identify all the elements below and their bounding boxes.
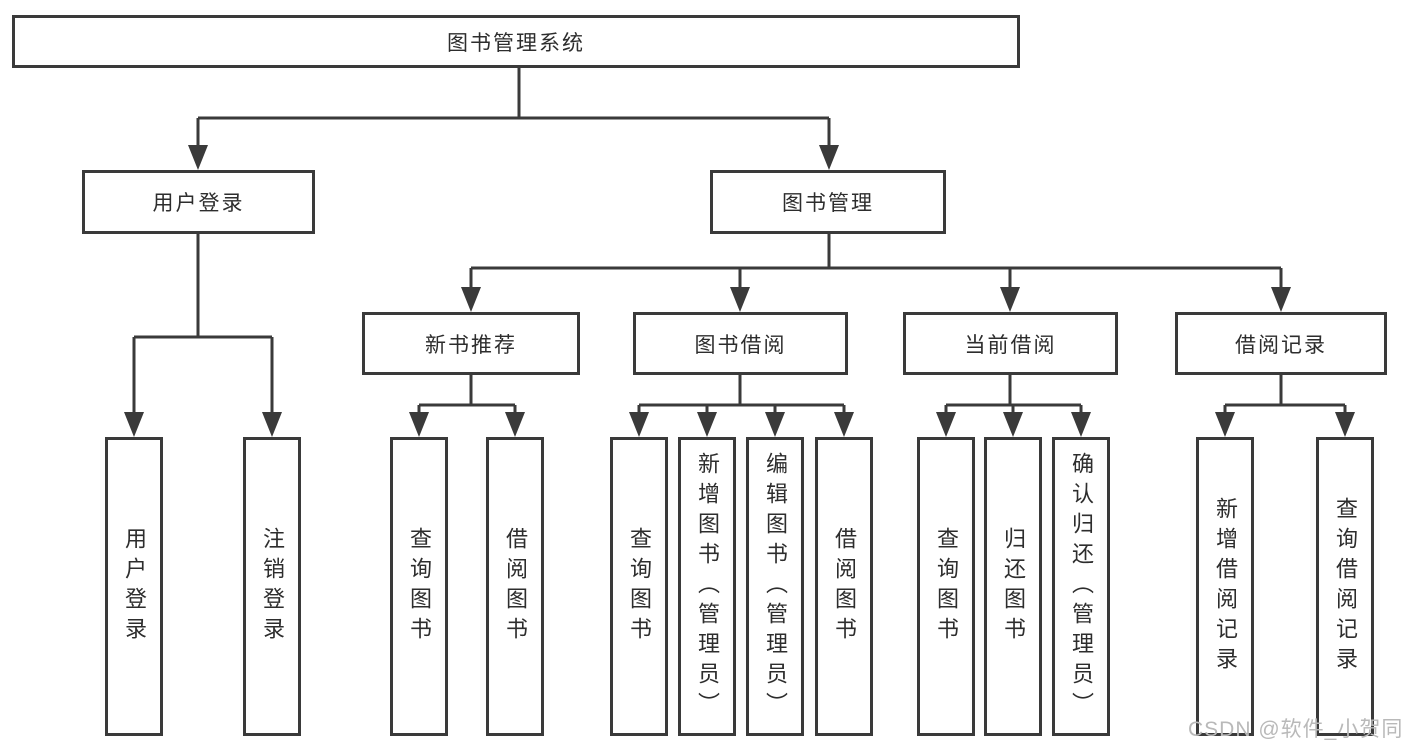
arrowhead-icon (1215, 412, 1235, 437)
arrowhead-icon (730, 287, 750, 312)
leaf-return-book: 归还图书 (984, 437, 1042, 736)
arrowhead-icon (262, 412, 282, 437)
arrowhead-icon (1271, 287, 1291, 312)
leaf-edit-book-admin: 编辑图书（管理员） (746, 437, 804, 736)
leaf-query-borrow-record: 查询借阅记录 (1316, 437, 1374, 736)
leaf-borrow-books: 借阅图书 (815, 437, 873, 736)
node-root: 图书管理系统 (12, 15, 1020, 68)
arrowhead-icon (188, 145, 208, 170)
arrowhead-icon (819, 145, 839, 170)
leaf-query-books-borrow: 查询图书 (610, 437, 668, 736)
node-book-management: 图书管理 (710, 170, 946, 234)
csdn-watermark: CSDN @软件_小贺同学 (1188, 718, 1404, 741)
leaf-query-books-current: 查询图书 (917, 437, 975, 736)
arrowhead-icon (505, 412, 525, 437)
arrowhead-icon (1335, 412, 1355, 437)
arrowhead-icon (697, 412, 717, 437)
leaf-logout: 注销登录 (243, 437, 301, 736)
arrowhead-icon (124, 412, 144, 437)
node-borrow-records: 借阅记录 (1175, 312, 1387, 375)
arrowhead-icon (1000, 287, 1020, 312)
arrowhead-icon (1003, 412, 1023, 437)
leaf-user-login: 用户登录 (105, 437, 163, 736)
arrowhead-icon (765, 412, 785, 437)
arrowhead-group (124, 145, 1355, 437)
arrowhead-icon (834, 412, 854, 437)
node-current-borrow: 当前借阅 (903, 312, 1118, 375)
arrowhead-icon (936, 412, 956, 437)
leaf-add-borrow-record: 新增借阅记录 (1196, 437, 1254, 736)
arrowhead-icon (1071, 412, 1091, 437)
node-user-login: 用户登录 (82, 170, 315, 234)
node-book-borrow: 图书借阅 (633, 312, 848, 375)
arrowhead-icon (409, 412, 429, 437)
arrowhead-icon (461, 287, 481, 312)
leaf-query-books-recommend: 查询图书 (390, 437, 448, 736)
leaf-confirm-return-admin: 确认归还（管理员） (1052, 437, 1110, 736)
leaf-add-book-admin: 新增图书（管理员） (678, 437, 736, 736)
node-new-book-recommend: 新书推荐 (362, 312, 580, 375)
arrowhead-icon (629, 412, 649, 437)
leaf-borrow-books-recommend: 借阅图书 (486, 437, 544, 736)
